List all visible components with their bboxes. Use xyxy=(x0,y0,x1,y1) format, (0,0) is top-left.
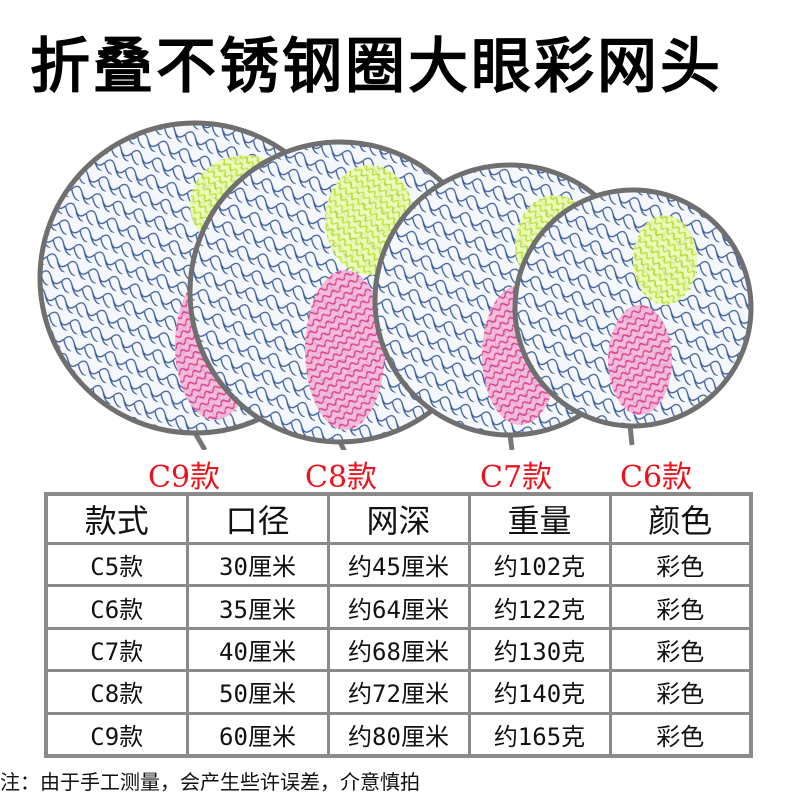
header-diameter: 口径 xyxy=(185,492,330,545)
cell-color: 彩色 xyxy=(608,541,753,588)
cell-depth: 约80厘米 xyxy=(326,711,471,758)
cell-weight: 约130克 xyxy=(467,626,612,673)
cell-color: 彩色 xyxy=(608,669,753,715)
cell-depth: 约45厘米 xyxy=(326,541,471,588)
cell-model: C7款 xyxy=(44,626,189,673)
cell-diameter: 50厘米 xyxy=(185,669,330,715)
header-weight: 重量 xyxy=(467,492,612,545)
header-color: 颜色 xyxy=(608,492,753,545)
product-title: 折叠不锈钢圈大眼彩网头 xyxy=(30,32,723,102)
cell-weight: 约165克 xyxy=(467,711,612,758)
header-model: 款式 xyxy=(44,492,189,545)
cell-depth: 约72厘米 xyxy=(326,669,471,715)
model-label-c9: C9款 xyxy=(148,460,221,495)
cell-weight: 约122克 xyxy=(467,584,612,630)
cell-model: C9款 xyxy=(44,711,189,758)
net-c6 xyxy=(512,187,754,446)
cell-diameter: 40厘米 xyxy=(185,626,330,673)
landing-nets-image xyxy=(37,120,754,450)
cell-model: C6款 xyxy=(44,584,189,630)
cell-diameter: 60厘米 xyxy=(185,711,330,758)
cell-color: 彩色 xyxy=(608,626,753,673)
model-label-c6: C6款 xyxy=(620,460,693,495)
model-label-c8: C8款 xyxy=(305,460,378,495)
cell-diameter: 30厘米 xyxy=(185,541,330,588)
cell-depth: 约64厘米 xyxy=(326,584,471,630)
cell-weight: 约102克 xyxy=(467,541,612,588)
cell-diameter: 35厘米 xyxy=(185,584,330,630)
cell-color: 彩色 xyxy=(608,584,753,630)
header-depth: 网深 xyxy=(326,492,471,545)
model-label-c7: C7款 xyxy=(480,460,553,495)
cell-color: 彩色 xyxy=(608,711,753,758)
cell-model: C5款 xyxy=(44,541,189,588)
table-header-row: 款式 口径 网深 重量 颜色 xyxy=(44,492,753,545)
measurement-note: 注：由于手工测量，会产生些许误差，介意慎拍 xyxy=(0,770,420,794)
cell-weight: 约140克 xyxy=(467,669,612,715)
cell-depth: 约68厘米 xyxy=(326,626,471,673)
cell-model: C8款 xyxy=(44,669,189,715)
